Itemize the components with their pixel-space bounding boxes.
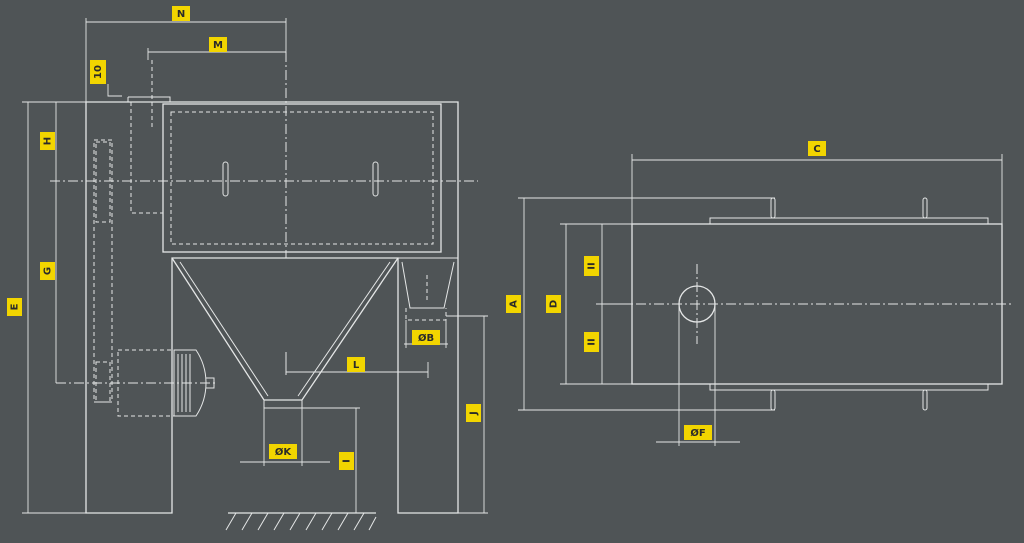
- label-L: L: [347, 357, 365, 372]
- label-B: ØB: [412, 330, 440, 345]
- top-rails: [709, 217, 989, 391]
- label-F-text: ØF: [690, 427, 705, 439]
- label-H: H: [40, 132, 55, 150]
- label-II-bottom: II: [584, 332, 599, 352]
- inlet-pipe: [130, 60, 163, 214]
- ground-hatch: [225, 512, 377, 531]
- label-H-text: H: [43, 137, 54, 145]
- inlet-flange: [127, 96, 171, 102]
- label-D: D: [546, 295, 561, 313]
- label-K-text: ØK: [275, 446, 293, 458]
- label-C: C: [808, 141, 826, 156]
- bolt-bottom-left: [770, 389, 776, 411]
- filter-box-outer: [162, 103, 442, 253]
- label-A: A: [506, 295, 521, 313]
- label-I: I: [339, 452, 354, 470]
- label-K: ØK: [269, 444, 297, 459]
- label-M-text: M: [213, 40, 223, 51]
- bolt-top-left: [770, 197, 776, 219]
- top-view: [518, 154, 1012, 446]
- label-F: ØF: [684, 425, 712, 440]
- filter-box-inner: [170, 111, 434, 245]
- label-L-text: L: [353, 360, 360, 371]
- side-hopper-hidden: [405, 275, 447, 321]
- label-II-top: II: [584, 256, 599, 276]
- bolt-top-right: [922, 197, 928, 219]
- label-M: M: [209, 37, 227, 52]
- label-10-text: 10: [93, 65, 104, 79]
- slot-left: [222, 161, 229, 197]
- label-J-text: J: [469, 411, 480, 416]
- screw-shaft: [93, 139, 113, 403]
- label-II-bottom-text: II: [587, 338, 598, 345]
- front-view: [22, 18, 488, 531]
- label-J: J: [466, 404, 481, 422]
- dimensions-front: [22, 18, 488, 514]
- label-G-text: G: [43, 267, 54, 275]
- label-II-top-text: II: [587, 262, 598, 269]
- label-I-text: I: [342, 459, 353, 463]
- label-A-text: A: [509, 300, 520, 308]
- slot-right: [372, 161, 379, 197]
- label-D-text: D: [549, 300, 560, 308]
- label-C-text: C: [813, 144, 820, 155]
- label-G: G: [40, 262, 55, 280]
- label-10: 10: [90, 60, 106, 84]
- label-N-text: N: [177, 9, 185, 20]
- bolt-bottom-right: [922, 389, 928, 411]
- label-N: N: [172, 6, 190, 21]
- label-B-text: ØB: [418, 332, 434, 344]
- dimensions-top: [518, 154, 1003, 446]
- label-E: E: [7, 298, 22, 316]
- hopper-outlet: [263, 399, 303, 409]
- screw-top: [95, 141, 111, 223]
- screw-bottom: [95, 361, 111, 403]
- side-hopper: [398, 257, 458, 309]
- label-E-text: E: [10, 303, 21, 310]
- hopper-inner: [179, 261, 391, 397]
